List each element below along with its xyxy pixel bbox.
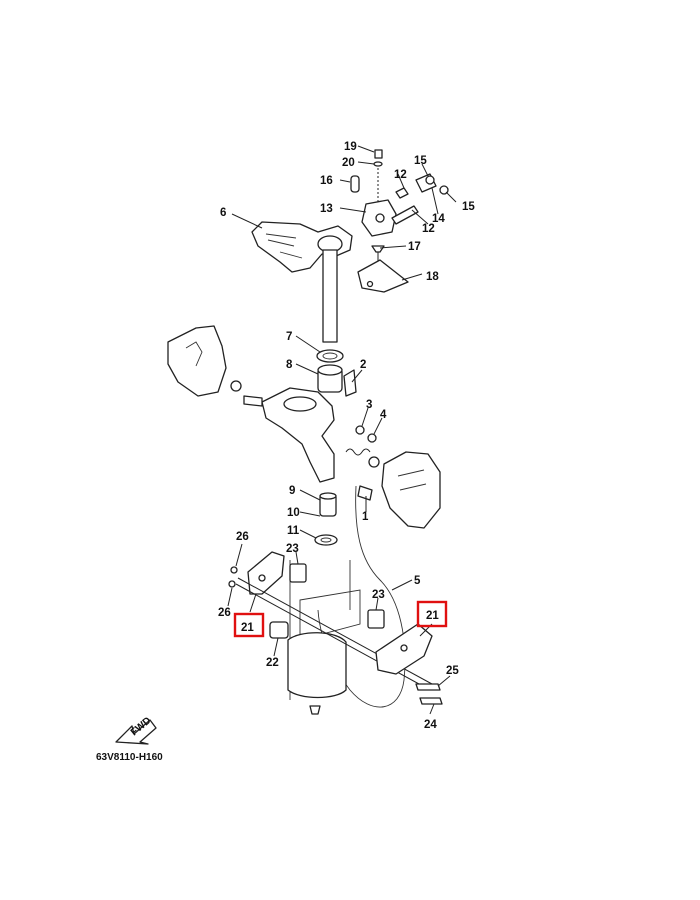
callout-4: 4: [380, 409, 387, 421]
callout-19: 19: [344, 141, 357, 153]
highlight-box-21-left: [233, 612, 265, 638]
callout-21: 21: [426, 610, 439, 622]
callout-3: 3: [366, 399, 372, 411]
callout-9: 9: [289, 485, 295, 497]
pin: [350, 175, 360, 193]
callout-16: 16: [320, 175, 333, 187]
callout-20: 20: [342, 157, 355, 169]
callout-1: 1: [362, 511, 369, 523]
callout-15: 15: [462, 201, 475, 213]
callout-6: 6: [220, 207, 226, 219]
callout-23: 23: [372, 589, 385, 601]
callout-10: 10: [287, 507, 300, 519]
callout-5: 5: [414, 575, 421, 587]
callout-12: 12: [394, 169, 407, 181]
callout-11: 11: [287, 525, 300, 537]
steering-bracket: [251, 221, 353, 273]
callout-22: 22: [266, 657, 279, 669]
callout-15: 15: [414, 155, 427, 167]
callout-17: 17: [408, 241, 421, 253]
forward-arrow-icon: FWD: [115, 715, 157, 745]
callout-12: 12: [422, 223, 435, 235]
swivel-bracket: [261, 387, 335, 483]
callout-21: 21: [241, 622, 254, 634]
part-code: 63V8110-H160: [96, 752, 163, 763]
callout-8: 8: [286, 359, 293, 371]
callout-26: 26: [236, 531, 249, 543]
callout-24: 24: [424, 719, 437, 731]
bushing: [316, 349, 344, 363]
callout-23: 23: [286, 543, 299, 555]
callout-7: 7: [286, 331, 292, 343]
cover-plate: [357, 259, 409, 293]
callout-26: 26: [218, 607, 231, 619]
highlight-box-21-right: [416, 600, 448, 628]
leader-lines: [227, 145, 457, 715]
clamp-bracket-left: [167, 325, 227, 397]
callout-25: 25: [446, 665, 459, 677]
callout-18: 18: [426, 271, 439, 283]
callout-13: 13: [320, 203, 333, 215]
clamp-bracket-right: [381, 451, 441, 529]
mount-bracket-left: [247, 551, 285, 595]
callout-2: 2: [360, 359, 366, 371]
steering-shaft: [322, 249, 338, 343]
callout-14: 14: [432, 213, 445, 225]
